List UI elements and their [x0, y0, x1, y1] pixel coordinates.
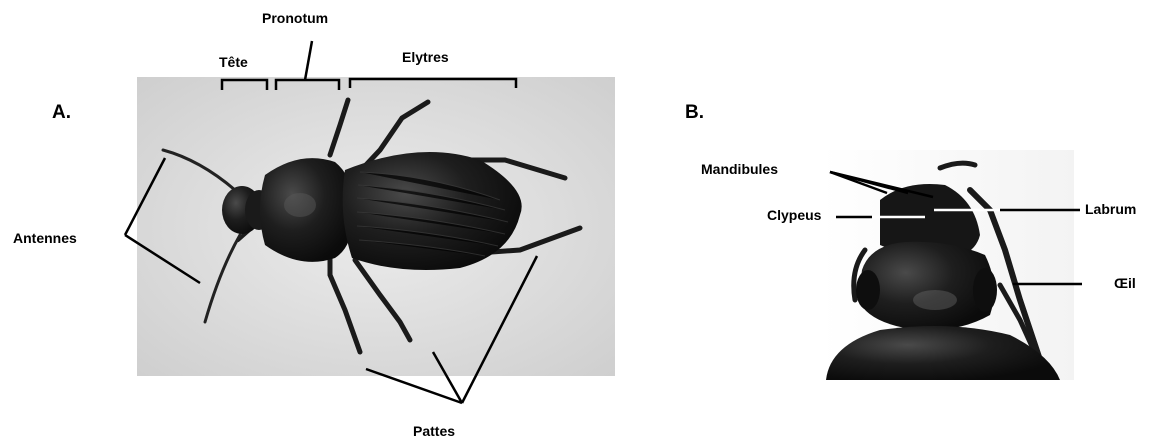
pronotum-pointer: [305, 41, 312, 80]
label-antennes: Antennes: [13, 231, 77, 245]
beetle-photo-b: [822, 150, 1074, 380]
beetle-photo-a: [137, 77, 615, 376]
label-pronotum: Pronotum: [262, 11, 328, 25]
panel-a-letter: A.: [52, 103, 71, 122]
label-pattes: Pattes: [413, 424, 455, 438]
label-elytres: Elytres: [402, 50, 449, 64]
label-tete: Tête: [219, 55, 248, 69]
label-clypeus: Clypeus: [767, 208, 821, 222]
panel-b-letter: B.: [685, 103, 704, 122]
label-oeil: Œil: [1114, 276, 1136, 290]
label-mandibules: Mandibules: [701, 162, 778, 176]
label-labrum: Labrum: [1085, 202, 1136, 216]
